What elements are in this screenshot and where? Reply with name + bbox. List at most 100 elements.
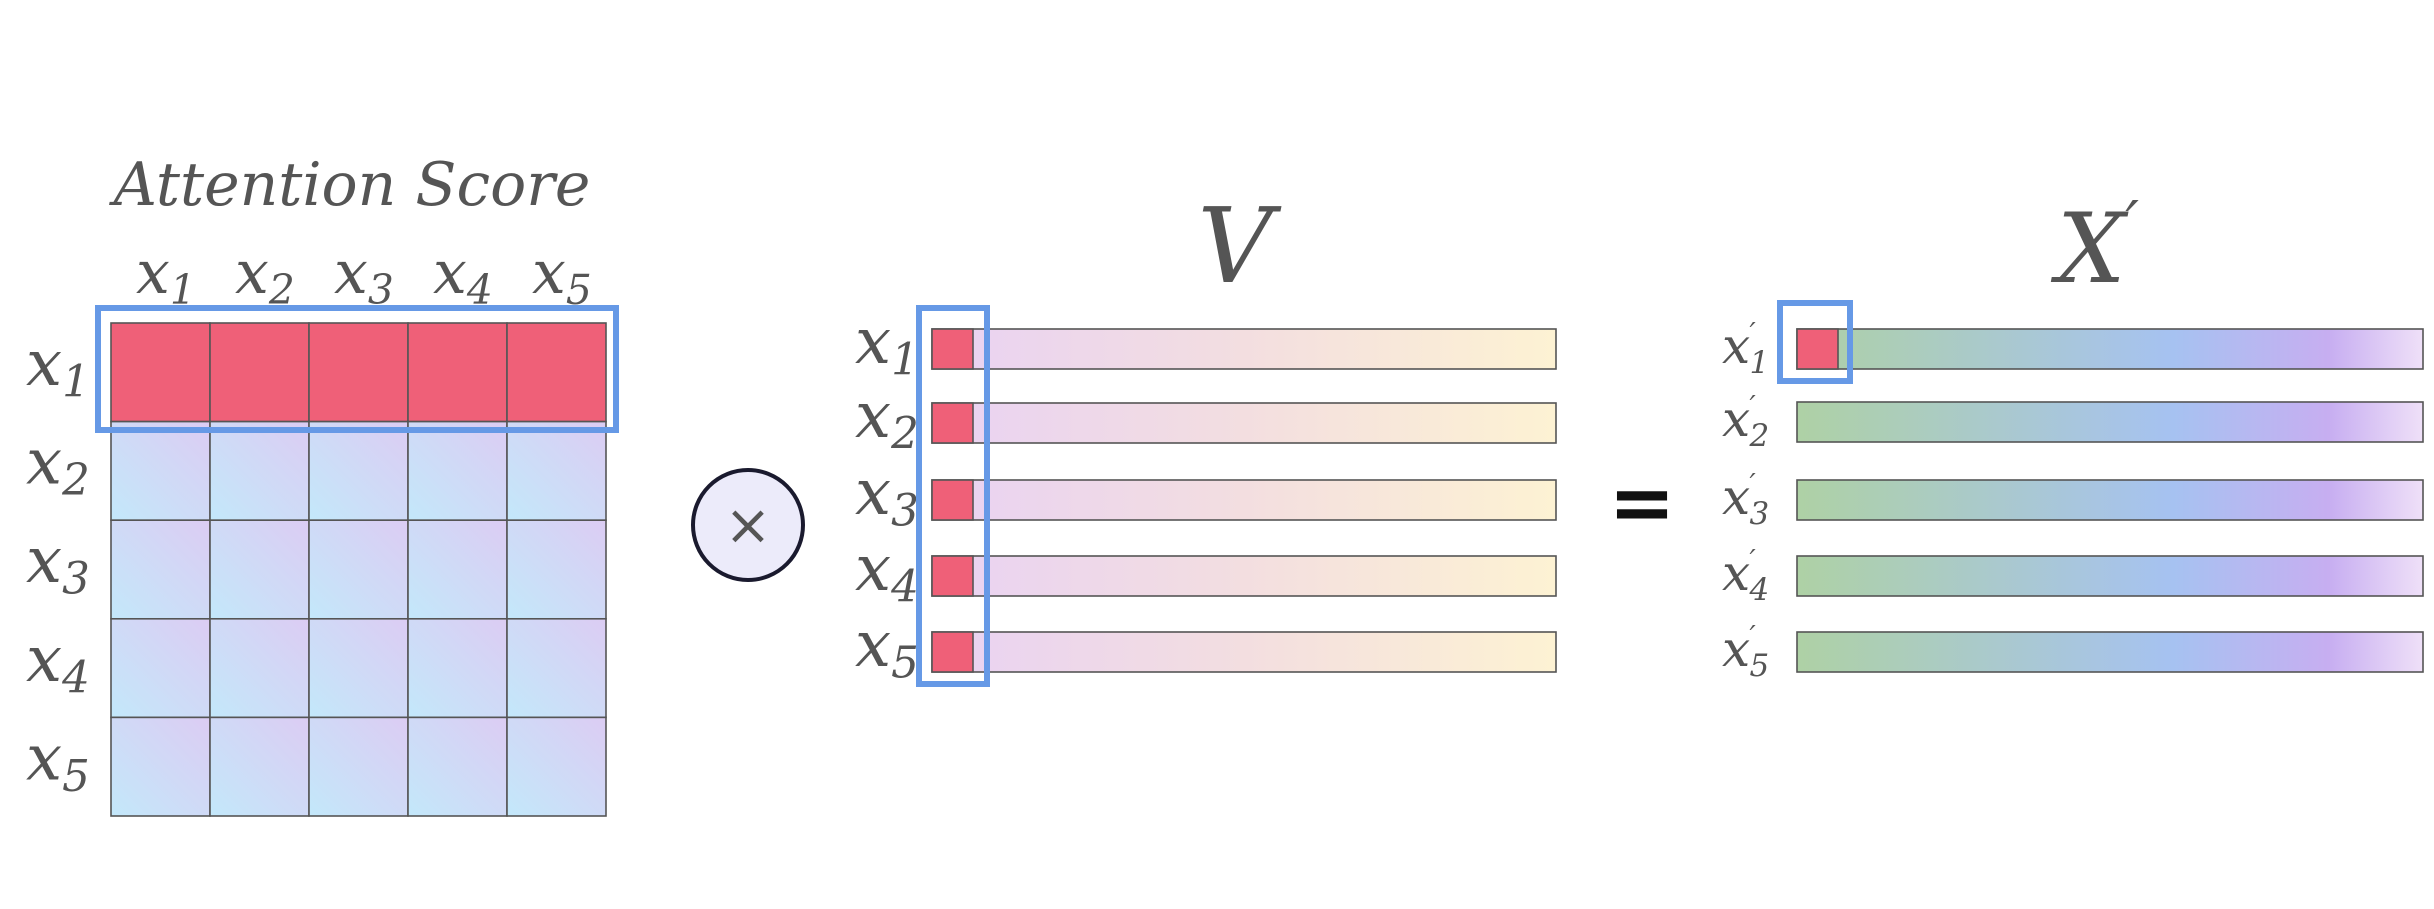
attention-cell-r2-c4 <box>407 420 508 522</box>
attention-row-label-4-base: x <box>26 623 62 697</box>
x-prime-bar-5 <box>1796 631 2424 673</box>
attention-row-label-5-base: x <box>26 721 62 795</box>
v-row-label-4-base: x <box>855 532 891 606</box>
attention-cell-r1-c2 <box>209 322 310 423</box>
x-prime-bar-1-highlight-cell <box>1796 328 1839 370</box>
attention-cell-r4-c4 <box>407 617 508 719</box>
attention-row-selection-box <box>95 305 619 433</box>
x-prime-row-label-3-prime: ′ <box>1750 468 1757 500</box>
attention-col-label-5: x5 <box>532 238 592 314</box>
v-bar-4 <box>931 555 1557 597</box>
attention-row-label-3-sub: 3 <box>62 555 90 605</box>
v-row-label-3-base: x <box>855 456 891 530</box>
attention-cell-r1-c5 <box>506 322 607 423</box>
x-prime-row-label-4-base: x <box>1722 544 1750 602</box>
v-row-label-2-sub: 2 <box>890 410 919 460</box>
attention-cell-r5-c2 <box>209 716 310 817</box>
multiply-circle <box>691 468 805 582</box>
x-prime-bar-2 <box>1796 401 2424 443</box>
x-prime-row-label-4-sub: 4 <box>1749 572 1770 608</box>
attention-row-label-4-sub: 4 <box>61 653 90 703</box>
x-prime-row-label-2-sub: 2 <box>1749 418 1770 454</box>
x-prime-cell-selection-box <box>1777 300 1853 384</box>
x-prime-row-label-3: x′3 <box>1722 468 1769 532</box>
x-prime-row-label-5-base: x <box>1722 620 1750 678</box>
x-prime-title-base: X <box>2050 193 2129 305</box>
attention-col-label-2: x2 <box>235 238 295 314</box>
attention-row-label-1-sub: 1 <box>62 358 90 408</box>
v-row-label-4-sub: 4 <box>890 563 919 613</box>
attention-row-label-1: x1 <box>26 327 90 408</box>
attention-row-label-5: x5 <box>26 721 90 802</box>
attention-col-label-3: x3 <box>334 238 394 314</box>
x-prime-row-label-1-prime: ′ <box>1750 317 1757 349</box>
attention-col-label-4: x4 <box>433 238 493 314</box>
x-prime-bar-3 <box>1796 479 2424 521</box>
attention-cell-r3-c4 <box>407 519 508 620</box>
attention-cell-r1-c1 <box>110 322 211 423</box>
x-prime-row-label-1: x′1 <box>1722 317 1769 381</box>
v-column-selection-box <box>916 305 990 687</box>
v-bar-1-highlight-cell <box>931 328 974 370</box>
v-bar-5-highlight-cell <box>931 631 974 673</box>
v-row-label-3-sub: 3 <box>891 487 919 537</box>
attention-col-label-3-base: x <box>334 238 368 308</box>
multiply-operator: × <box>691 468 805 582</box>
attention-row-label-3: x3 <box>26 524 90 605</box>
attention-col-label-2-base: x <box>235 238 269 308</box>
v-row-label-1-base: x <box>855 305 891 379</box>
x-prime-row-label-1-sub: 1 <box>1750 345 1770 381</box>
x-prime-row-label-2-base: x <box>1722 390 1750 448</box>
attention-row-label-2-base: x <box>26 426 62 500</box>
v-row-label-3: x3 <box>855 456 919 537</box>
v-row-label-2-base: x <box>855 379 891 453</box>
x-prime-bar-1 <box>1796 328 2424 370</box>
attention-cell-r4-c3 <box>308 617 409 719</box>
v-bar-1 <box>931 328 1557 370</box>
attention-row-label-2: x2 <box>26 426 90 507</box>
x-prime-row-label-2: x′2 <box>1722 390 1769 454</box>
v-row-label-5-sub: 5 <box>891 639 919 689</box>
x-prime-title: X′ <box>2050 189 2139 305</box>
attention-row-label-4: x4 <box>26 623 90 704</box>
x-prime-row-labels: x′1x′2x′3x′4x′5 <box>1722 317 1769 684</box>
v-bar-3 <box>931 479 1557 521</box>
attention-row-label-1-base: x <box>26 327 62 401</box>
attention-cell-r2-c3 <box>308 420 409 522</box>
attention-cell-r2-c1 <box>110 420 211 522</box>
attention-col-label-4-base: x <box>433 238 467 308</box>
x-prime-row-label-4-prime: ′ <box>1750 544 1757 576</box>
x-prime-row-label-5: x′5 <box>1722 620 1769 684</box>
attention-row-label-2-sub: 2 <box>61 456 90 506</box>
attention-cell-r5-c3 <box>308 716 409 817</box>
x-prime-row-label-3-sub: 3 <box>1750 496 1770 532</box>
attention-cell-r1-c4 <box>407 322 508 423</box>
attention-col-label-5-base: x <box>532 238 566 308</box>
attention-cell-r4-c2 <box>209 617 310 719</box>
attention-cell-r3-c5 <box>506 519 607 620</box>
v-bars <box>931 328 1557 673</box>
attention-cell-r2-c2 <box>209 420 310 522</box>
attention-cell-r3-c3 <box>308 519 409 620</box>
x-prime-row-label-1-base: x <box>1722 317 1750 375</box>
equals-symbol: = <box>1608 456 1675 549</box>
v-bar-2 <box>931 402 1557 444</box>
x-prime-row-label-3-base: x <box>1722 468 1750 526</box>
attention-cell-r3-c1 <box>110 519 211 620</box>
attention-cell-r5-c5 <box>506 716 607 817</box>
v-row-label-1: x1 <box>855 305 919 386</box>
attention-row-label-5-sub: 5 <box>62 752 90 802</box>
attention-cell-r3-c2 <box>209 519 310 620</box>
attention-cell-r5-c4 <box>407 716 508 817</box>
x-prime-row-label-5-sub: 5 <box>1750 648 1770 684</box>
attention-cells <box>110 322 607 817</box>
x-prime-bar-4 <box>1796 555 2424 597</box>
v-row-label-1-sub: 1 <box>891 336 919 386</box>
v-row-label-5-base: x <box>855 608 891 682</box>
x-prime-matrix: X′ x′1x′2x′3x′4x′5 <box>1722 189 2424 684</box>
